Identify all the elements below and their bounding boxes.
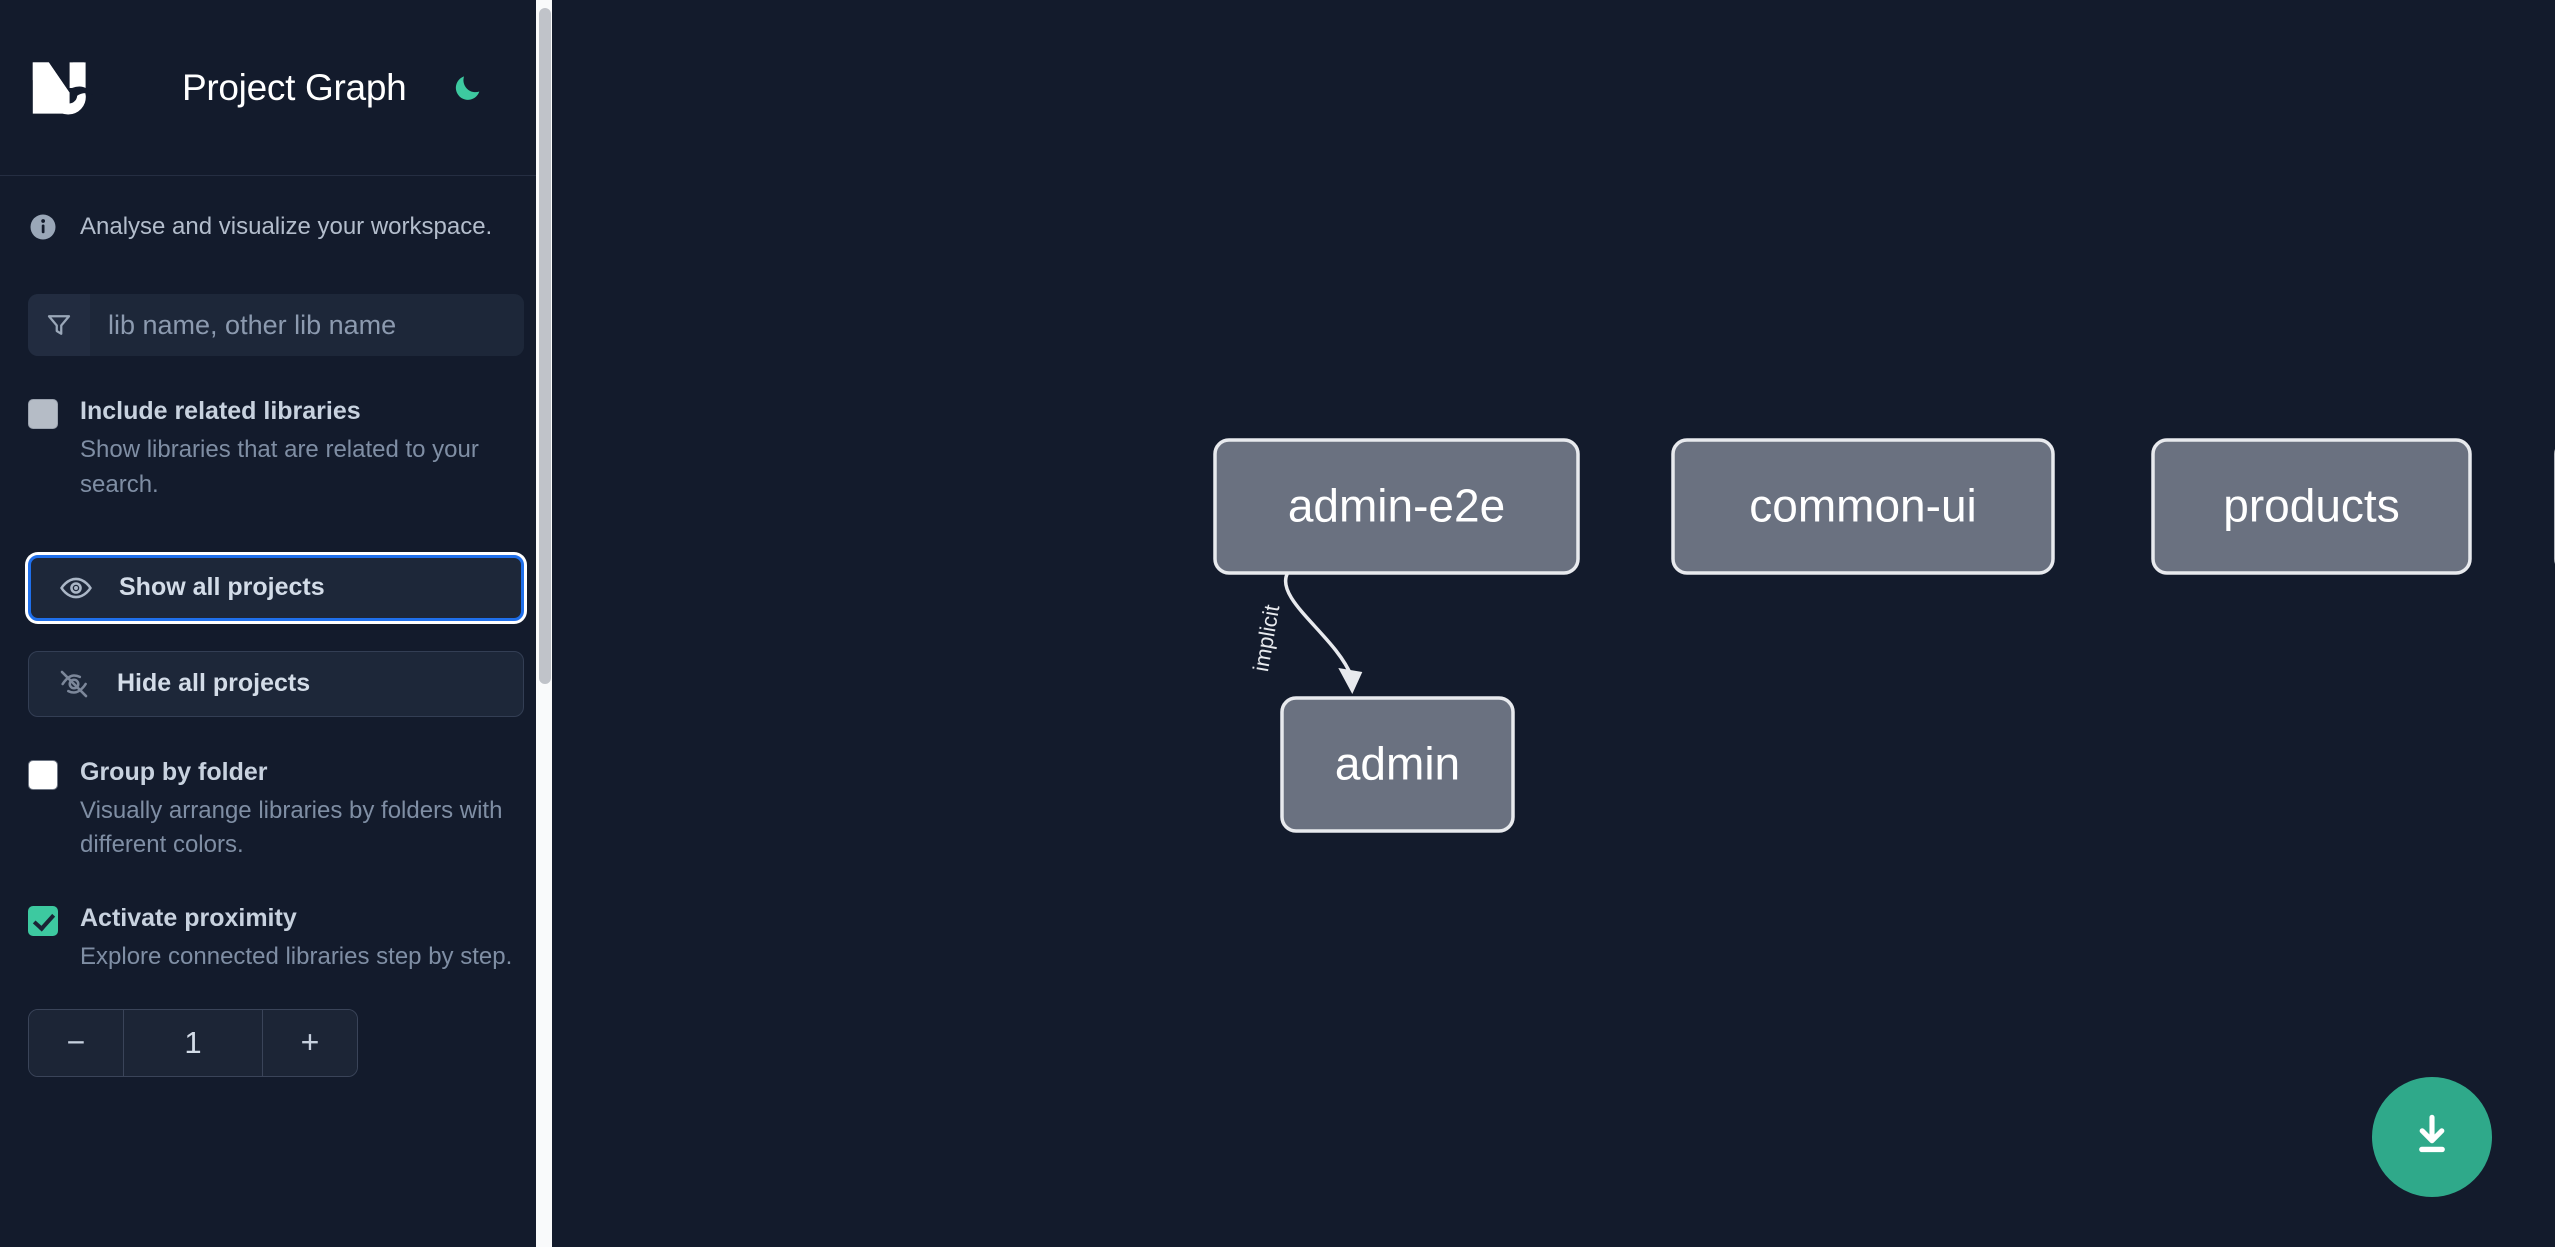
eye-icon (59, 571, 93, 605)
show-all-projects-label: Show all projects (119, 573, 325, 602)
graph-node[interactable]: admin (1280, 696, 1515, 833)
nx-logo-icon (28, 55, 124, 121)
graph-node[interactable]: products (2151, 438, 2472, 575)
sidebar-header: Project Graph (0, 0, 552, 176)
proximity-increment-button[interactable]: + (262, 1009, 357, 1076)
download-icon (2404, 1108, 2460, 1167)
search-box[interactable] (28, 294, 524, 356)
graph-node-label: common-ui (1749, 480, 1977, 532)
sidebar-content: Project Graph Analyse and visualize your… (0, 0, 552, 1077)
option-description: Visually arrange libraries by folders wi… (80, 796, 503, 859)
option-description: Explore connected libraries step by step… (80, 943, 513, 971)
option-activate-proximity[interactable]: Activate proximity Explore connected lib… (0, 901, 552, 975)
graph-node[interactable]: common-ui (1671, 438, 2055, 575)
proximity-stepper-container: − 1 + (0, 1008, 552, 1077)
edge-label: implicit (1248, 603, 1284, 674)
checkbox-activate-proximity[interactable] (28, 906, 58, 937)
moon-icon[interactable] (448, 68, 488, 108)
filter-icon (28, 294, 90, 356)
option-group-by-folder[interactable]: Group by folder Visually arrange librari… (0, 755, 552, 864)
proximity-value: 1 (124, 1009, 262, 1076)
sidebar-tagline: Analyse and visualize your workspace. (0, 176, 552, 276)
hide-all-projects-label: Hide all projects (117, 669, 311, 698)
sidebar-scrollbar[interactable] (536, 0, 552, 1247)
graph-node-label: admin-e2e (1288, 480, 1505, 532)
page-title: Project Graph (182, 66, 407, 108)
download-graph-button[interactable] (2372, 1077, 2492, 1197)
option-label: Activate proximity (80, 904, 297, 933)
project-graph: implicitimplicitadmin-e2ecommon-uiproduc… (1213, 438, 2555, 833)
option-include-related-libraries[interactable]: Include related libraries Show libraries… (0, 394, 552, 503)
eye-off-icon (57, 667, 91, 701)
tagline-text: Analyse and visualize your workspace. (80, 213, 493, 240)
sidebar-scrollbar-thumb[interactable] (539, 8, 551, 684)
search-container (0, 294, 552, 356)
search-input[interactable] (90, 294, 524, 356)
graph-canvas[interactable]: implicitimplicitadmin-e2ecommon-uiproduc… (552, 0, 2555, 1247)
option-label: Group by folder (80, 757, 268, 786)
option-description: Show libraries that are related to your … (80, 436, 479, 498)
hide-all-projects-button[interactable]: Hide all projects (28, 650, 524, 717)
option-label: Include related libraries (80, 397, 361, 425)
proximity-decrement-button[interactable]: − (29, 1009, 124, 1076)
graph-node[interactable]: admin-e2e (1213, 438, 1580, 575)
checkbox-group-by-folder[interactable] (28, 759, 58, 790)
checkbox-include-related-libraries[interactable] (28, 399, 58, 429)
sidebar: Project Graph Analyse and visualize your… (0, 0, 552, 1247)
show-all-projects-button[interactable]: Show all projects (28, 554, 524, 621)
graph-node-label: admin (1335, 738, 1460, 790)
proximity-stepper[interactable]: − 1 + (28, 1008, 358, 1077)
graph-edge[interactable]: implicit (1248, 572, 1363, 694)
visibility-buttons: Show all projects Hide all projects (0, 554, 552, 717)
info-icon (28, 212, 58, 242)
graph-node-label: products (2223, 480, 2399, 532)
